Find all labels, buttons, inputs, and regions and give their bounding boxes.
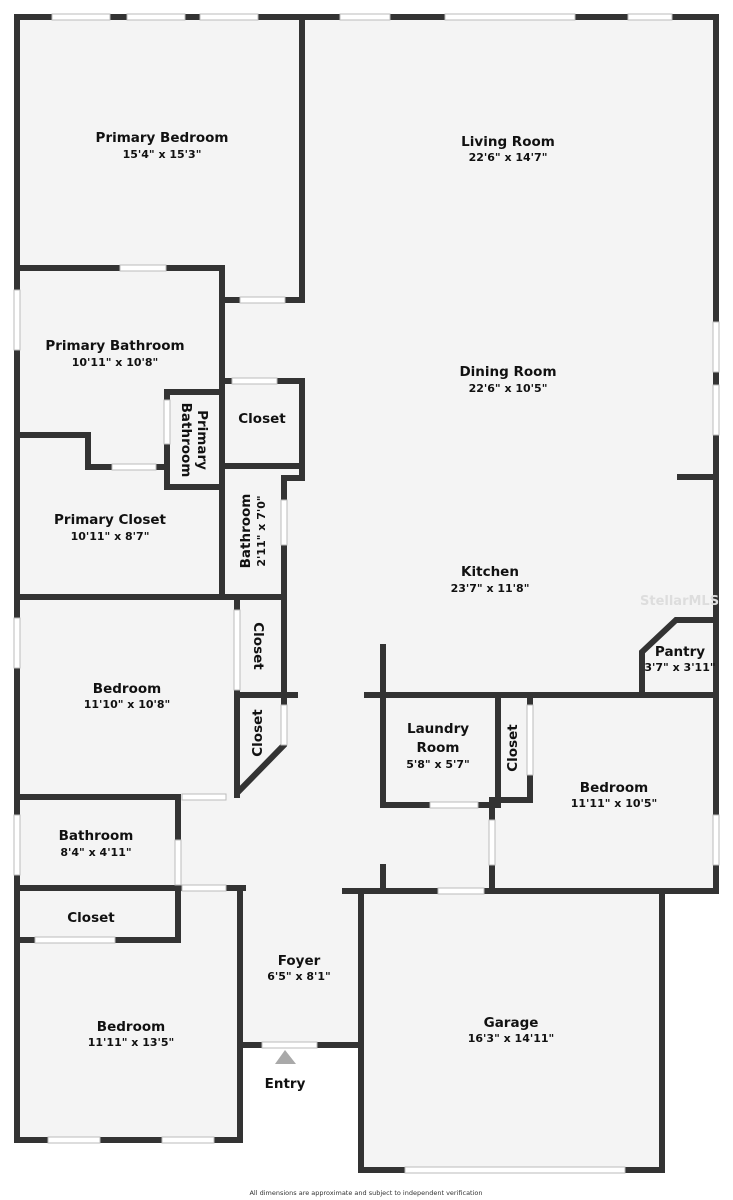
room-name: Primary (194, 410, 210, 470)
room-dimensions: 15'4" x 15'3" (123, 148, 202, 161)
room-dimensions: 16'3" x 14'11" (468, 1032, 555, 1045)
room-dimensions: 3'7" x 3'11" (644, 661, 715, 674)
room-dimensions: 11'11" x 10'5" (571, 797, 658, 810)
room-dimensions: 10'11" x 10'8" (72, 356, 159, 369)
room-name: Bathroom (178, 403, 194, 478)
room-name: Foyer (278, 953, 321, 969)
room-name: Dining Room (459, 364, 556, 380)
room-dimensions: 22'6" x 10'5" (469, 382, 548, 395)
room-dimensions: 22'6" x 14'7" (469, 151, 548, 164)
room-name: Primary Bedroom (96, 130, 229, 146)
room-name: Bathroom (238, 494, 254, 569)
room-name: Closet (250, 622, 266, 670)
entry-label: Entry (265, 1076, 306, 1092)
watermark: StellarMLS (640, 594, 719, 609)
disclaimer: All dimensions are approximate and subje… (249, 1189, 482, 1197)
room-dimensions: 23'7" x 11'8" (451, 582, 530, 595)
room-name: Laundry (407, 721, 469, 737)
room-name: Primary Closet (54, 512, 167, 528)
room-name: Closet (505, 724, 521, 772)
room-dimensions: 10'11" x 8'7" (71, 530, 150, 543)
room-name: Closet (250, 709, 266, 757)
room-dimensions: 11'10" x 10'8" (84, 698, 171, 711)
room-name: Living Room (461, 134, 555, 150)
entry-arrow-icon (275, 1050, 296, 1064)
room-name: Garage (484, 1015, 539, 1031)
windows-doors (13, 13, 720, 1174)
floor-areas (17, 17, 716, 1170)
room-name: Bedroom (97, 1019, 165, 1035)
room-dimensions: 5'8" x 5'7" (406, 758, 470, 771)
room-name: Pantry (655, 644, 705, 660)
room-name: Kitchen (461, 564, 519, 580)
room-name: Closet (238, 411, 286, 427)
room-name: Bedroom (580, 780, 648, 796)
room-name: Closet (67, 910, 115, 926)
room-dimensions: 6'5" x 8'1" (267, 970, 331, 983)
room-name: Bedroom (93, 681, 161, 697)
room-name: Room (416, 740, 459, 756)
room-dimensions: 2'11" x 7'0" (255, 495, 268, 566)
room-dimensions: 8'4" x 4'11" (60, 846, 131, 859)
room-name: Bathroom (59, 828, 134, 844)
room-name: Primary Bathroom (45, 338, 184, 354)
room-dimensions: 11'11" x 13'5" (88, 1036, 175, 1049)
